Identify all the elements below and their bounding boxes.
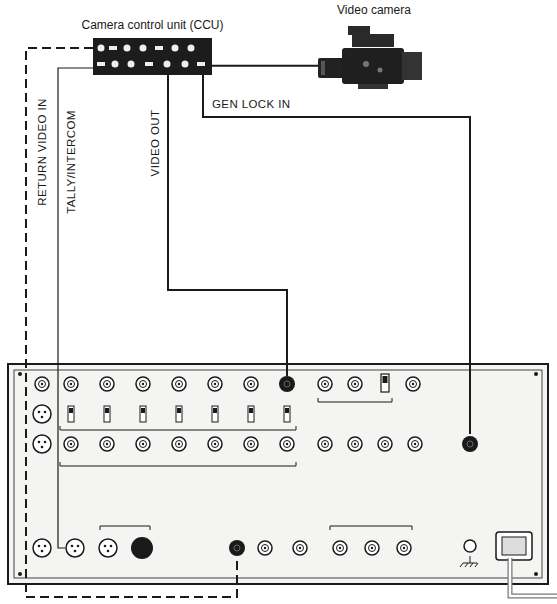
connector-socket [35, 377, 49, 391]
group-bracket [318, 398, 392, 402]
switch [197, 62, 205, 66]
connector-socket [244, 437, 258, 451]
cable-label: GEN LOCK IN [212, 97, 291, 111]
connector-socket [33, 405, 51, 423]
connector-socket [244, 377, 258, 391]
panel-inner-edge [14, 370, 542, 578]
knob [98, 45, 105, 52]
camera-figure: Video camera [318, 2, 430, 90]
power-socket [496, 532, 532, 560]
knob [164, 61, 171, 68]
connector-socket [66, 539, 84, 557]
camera-heading: Video camera [318, 2, 430, 18]
slide-switch [68, 406, 74, 422]
video-out-cable [168, 75, 287, 376]
slide-switch [140, 406, 146, 422]
return-video-cable [26, 48, 237, 597]
connector-socket [406, 377, 420, 391]
gen-lock-cable [203, 75, 470, 434]
knob [172, 45, 179, 52]
connector-socket [100, 377, 114, 391]
video-camera-drawing [318, 18, 430, 90]
ground-terminal [460, 540, 478, 567]
knob [188, 45, 195, 52]
screw [18, 572, 22, 576]
connector-socket [172, 377, 186, 391]
connector-socket [136, 377, 150, 391]
panel-frame [8, 364, 548, 584]
screw [18, 372, 22, 376]
connector-socket [293, 541, 307, 555]
connector-socket [208, 437, 222, 451]
connector-socket [172, 437, 186, 451]
power-cord [510, 558, 557, 596]
cable-label: VIDEO OUT [148, 110, 162, 177]
connector-socket [33, 435, 51, 453]
connector-socket [64, 377, 78, 391]
slide-switch [284, 406, 290, 422]
connector-socket [229, 540, 245, 556]
connector-socket [397, 541, 411, 555]
slide-switch-knob [383, 376, 388, 383]
screw [534, 372, 538, 376]
knob [128, 61, 135, 68]
camera-cable [212, 65, 318, 67]
slide-switch [176, 406, 182, 422]
switch [109, 46, 117, 50]
slide-switch [381, 374, 389, 392]
knob [140, 45, 147, 52]
slide-switch [212, 406, 218, 422]
connector-socket [348, 377, 362, 391]
connector-socket [365, 541, 379, 555]
tally-intercom-cable [58, 68, 93, 548]
control-unit-box: Camera control unit (CCU) [93, 38, 212, 75]
connector-socket [318, 437, 332, 451]
connector-socket [408, 437, 422, 451]
switch [155, 46, 163, 50]
connector-socket [258, 541, 272, 555]
switch [145, 62, 153, 66]
connector-socket [64, 437, 78, 451]
connector-socket [99, 539, 117, 557]
screw [534, 572, 538, 576]
switch [97, 62, 105, 66]
group-bracket [100, 526, 150, 530]
connector-socket [280, 437, 294, 451]
unit-heading: Camera control unit (CCU) [81, 18, 223, 32]
connector-socket [131, 537, 153, 559]
slide-switch [248, 406, 254, 422]
slide-switch [104, 406, 110, 422]
cable-label: RETURN VIDEO IN [35, 98, 49, 206]
group-bracket [330, 526, 412, 530]
connector-socket [100, 437, 114, 451]
knob [182, 61, 189, 68]
group-bracket [60, 462, 296, 466]
connector-socket [279, 376, 295, 392]
connector-socket [333, 541, 347, 555]
connector-socket [348, 437, 362, 451]
control-panel-face [93, 38, 212, 75]
rear-panel [8, 364, 548, 584]
connector-socket [136, 437, 150, 451]
connector-socket [318, 377, 332, 391]
connector-socket [462, 436, 478, 452]
connector-socket [33, 539, 51, 557]
group-bracket [60, 426, 296, 430]
knob [112, 61, 119, 68]
connector-group [33, 376, 478, 559]
connector-socket [378, 437, 392, 451]
knob [124, 45, 131, 52]
connector-socket [208, 377, 222, 391]
cable-label: TALLY/INTERCOM [64, 110, 78, 214]
